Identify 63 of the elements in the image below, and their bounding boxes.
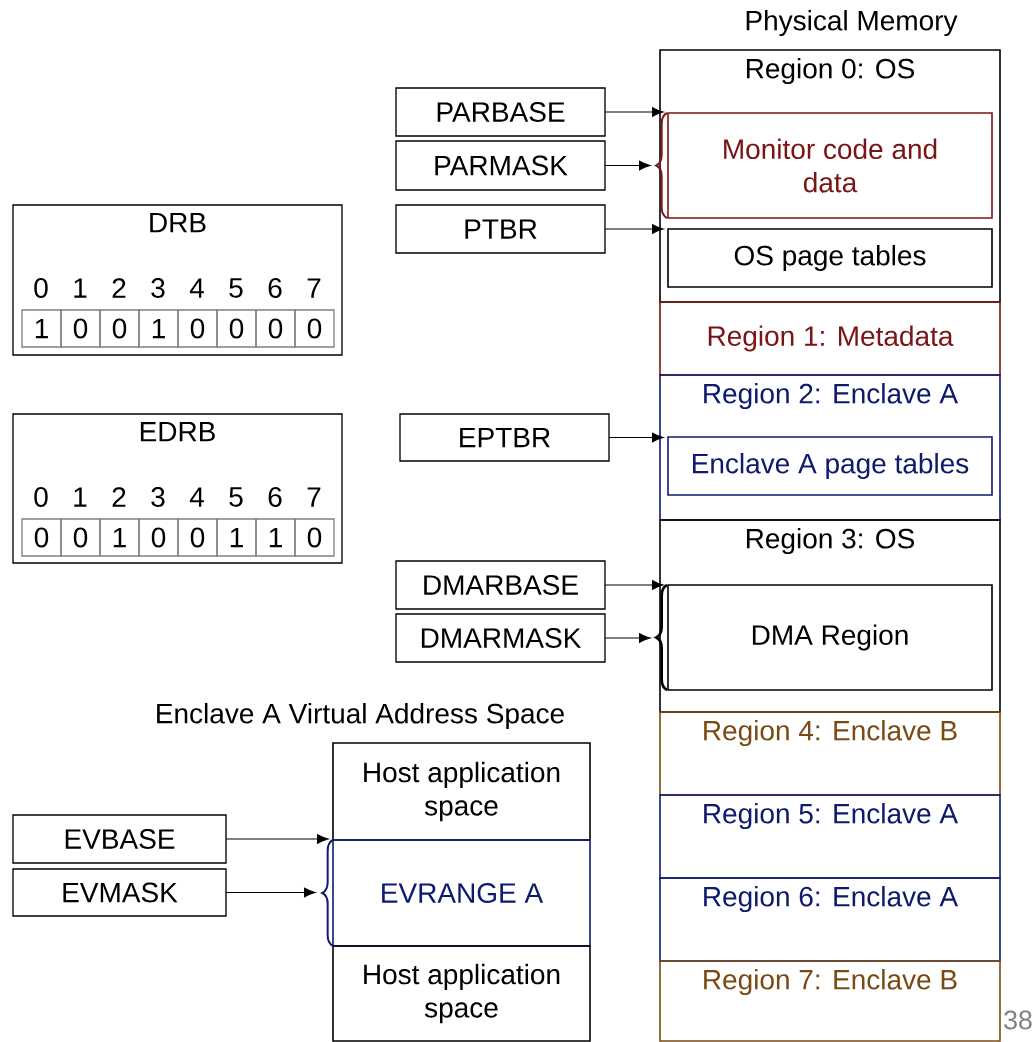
arrow: [225, 887, 316, 898]
bit-index: 2: [112, 278, 126, 298]
bit-index: 0: [34, 278, 48, 298]
arrow: [604, 107, 664, 117]
bit-index: 0: [34, 487, 48, 507]
bit-cell: 0: [60, 518, 101, 557]
bit-cell: 0: [60, 309, 101, 348]
bit-cell: 1: [138, 309, 179, 348]
bit-cell: 0: [21, 518, 62, 557]
arrow: [225, 834, 329, 844]
bit-cell: 0: [216, 309, 257, 348]
region-box: Region 7: Enclave B: [659, 960, 1001, 1042]
register-box: EVBASE: [12, 814, 227, 864]
register-box: PARMASK: [395, 140, 606, 191]
address-space-box: EVRANGE A: [332, 839, 591, 947]
bit-cell: 0: [177, 309, 218, 348]
bit-cell: 0: [294, 518, 335, 557]
register-box: EVMASK: [12, 868, 227, 917]
address-space-box: Host application space: [332, 945, 591, 1042]
arrow: [604, 633, 651, 643]
register-box: DMARMASK: [395, 613, 606, 663]
bit-index: 7: [307, 487, 321, 507]
bit-index: 3: [151, 487, 165, 507]
register-box: EPTBR: [399, 413, 610, 462]
arrow: [608, 432, 664, 443]
register-box: PARBASE: [395, 87, 606, 137]
bit-index: 6: [268, 278, 282, 298]
memory-box: Monitor code and data: [667, 112, 993, 219]
bit-cell: 0: [294, 309, 335, 348]
bit-index: 5: [229, 278, 243, 298]
bit-cell: 0: [99, 309, 140, 348]
register-box: PTBR: [395, 204, 606, 254]
heading: Enclave A Virtual Address Space: [157, 702, 564, 730]
memory-box: DMA Region: [667, 584, 993, 691]
region-box: Region 1: Metadata: [659, 301, 1001, 376]
bit-index: 1: [74, 278, 87, 298]
arrow: [604, 224, 664, 234]
bit-index: 2: [112, 487, 126, 507]
arrow: [604, 160, 651, 171]
region-box: Region 5: Enclave A: [659, 794, 1001, 879]
region-box: Region 4: Enclave B: [659, 711, 1001, 796]
bit-index: 6: [268, 487, 282, 507]
bit-cell: 1: [255, 518, 296, 557]
bit-index: 7: [307, 278, 321, 298]
bit-cell: 0: [138, 518, 179, 557]
bit-cell: 0: [177, 518, 218, 557]
heading: Physical Memory: [746, 9, 958, 37]
bit-index: 3: [151, 278, 165, 298]
bit-cell: 1: [99, 518, 140, 557]
bit-cell: 1: [21, 309, 62, 348]
register-box: DMARBASE: [395, 560, 606, 610]
bit-index: 1: [74, 487, 87, 507]
bit-cell: 1: [216, 518, 257, 557]
bit-index: 5: [229, 487, 243, 507]
page-number: 38: [1004, 1010, 1032, 1030]
region-box: Region 6: Enclave A: [659, 877, 1001, 962]
arrow: [604, 580, 664, 590]
bit-cell: 0: [255, 309, 296, 348]
bit-index: 4: [189, 278, 204, 298]
bit-index: 4: [189, 487, 204, 507]
memory-box: OS page tables: [667, 228, 993, 288]
memory-box: Enclave A page tables: [667, 436, 993, 496]
address-space-box: Host application space: [332, 742, 591, 841]
